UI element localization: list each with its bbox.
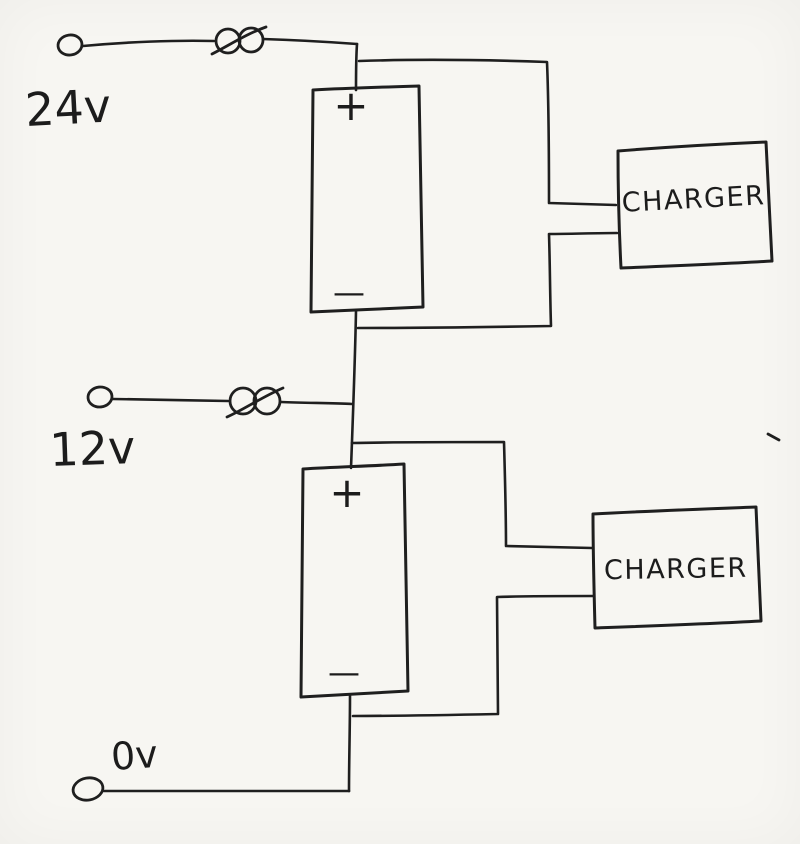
- wire-charger1-to-battery1-bottom: [356, 231, 619, 330]
- battery1-minus: —: [333, 273, 365, 311]
- fuse-slash-icon: [210, 25, 268, 56]
- wire-fuse-to-node-12v: [279, 400, 354, 406]
- fuse-circle-icon: [237, 26, 265, 54]
- fuse-symbol-24v: [210, 25, 268, 56]
- wire-node-to-battery1: [354, 42, 359, 92]
- battery2-minus: —: [328, 653, 360, 691]
- charger1-body: [616, 140, 774, 270]
- terminal-0v-icon: [71, 776, 105, 802]
- charger2-body: [591, 505, 763, 630]
- wire-12v-to-fuse: [111, 397, 230, 403]
- wire-fuse-to-node-24v: [261, 37, 359, 46]
- label-12v: 12v: [48, 420, 136, 477]
- charger1-label: CHARGER: [621, 180, 766, 218]
- fuse-slash-icon: [225, 386, 285, 419]
- label-24v: 24v: [24, 79, 112, 137]
- wire-24v-to-fuse: [81, 39, 216, 48]
- fuse-symbol-12v: [225, 386, 285, 419]
- battery1-plus: +: [333, 81, 368, 130]
- wire-battery2-top-to-charger2: [350, 440, 594, 550]
- battery1-body: [309, 84, 425, 314]
- battery2-body: [299, 462, 410, 699]
- terminal-12v-icon: [86, 385, 114, 409]
- wire-battery1-top-to-charger1: [357, 58, 618, 207]
- battery2-plus: +: [329, 468, 364, 517]
- stray-pen-mark: [766, 432, 781, 442]
- fuse-circle-icon: [252, 386, 282, 416]
- label-0v: 0v: [110, 732, 160, 779]
- charger2-label: CHARGER: [604, 553, 748, 587]
- wire-battery2-to-0v: [347, 694, 352, 793]
- wire-bus-mid: [349, 309, 358, 470]
- wire-charger2-to-battery2-bottom: [351, 594, 595, 718]
- terminal-24v-icon: [56, 33, 84, 57]
